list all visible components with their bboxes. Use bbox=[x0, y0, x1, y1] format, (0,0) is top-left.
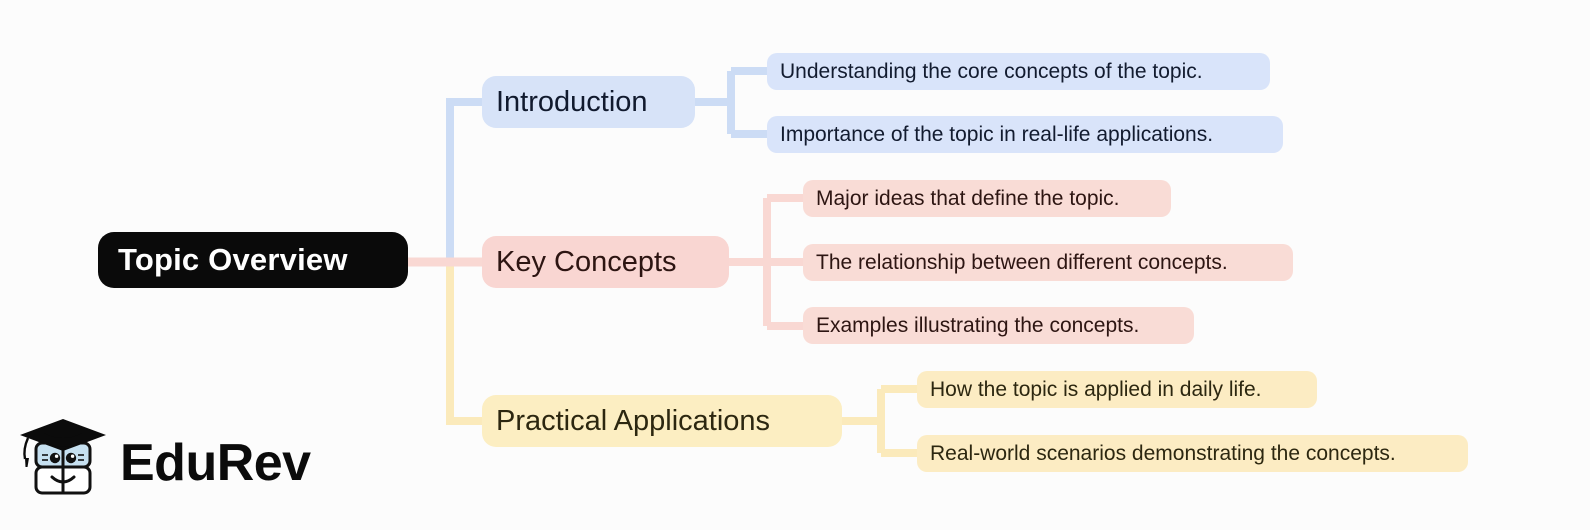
branch-node-introduction[interactable]: Introduction bbox=[482, 76, 695, 128]
leaf-node-key-concepts-1[interactable]: Major ideas that define the topic. bbox=[803, 180, 1171, 217]
edurev-logo: EduRev bbox=[14, 408, 319, 518]
leaf-node-practical-applications-2[interactable]: Real-world scenarios demonstrating the c… bbox=[917, 435, 1468, 472]
connector-introduction-trunk bbox=[446, 98, 482, 262]
leaf-node-practical-applications-1[interactable]: How the topic is applied in daily life. bbox=[917, 371, 1317, 408]
leaf-node-key-concepts-3[interactable]: Examples illustrating the concepts. bbox=[803, 307, 1194, 344]
leaf-node-label: Real-world scenarios demonstrating the c… bbox=[930, 441, 1396, 465]
connector-keyconcepts-children bbox=[729, 194, 803, 330]
edurev-brand-name: EduRev bbox=[120, 434, 311, 492]
root-node-topic-overview[interactable]: Topic Overview bbox=[98, 232, 408, 288]
root-node-label: Topic Overview bbox=[118, 242, 348, 277]
branch-node-practical-applications[interactable]: Practical Applications bbox=[482, 395, 842, 447]
graduation-cap-book-mascot-icon bbox=[20, 419, 106, 495]
leaf-node-label: Examples illustrating the concepts. bbox=[816, 313, 1140, 337]
branch-node-label: Key Concepts bbox=[496, 245, 677, 278]
connector-practical-trunk bbox=[446, 262, 482, 425]
connector-practical-children bbox=[842, 385, 917, 457]
leaf-node-label: Understanding the core concepts of the t… bbox=[780, 59, 1203, 83]
leaf-node-label: Major ideas that define the topic. bbox=[816, 186, 1120, 210]
connector-introduction-children bbox=[695, 67, 767, 138]
leaf-node-introduction-1[interactable]: Understanding the core concepts of the t… bbox=[767, 53, 1270, 90]
branch-node-label: Practical Applications bbox=[496, 404, 771, 437]
branch-node-key-concepts[interactable]: Key Concepts bbox=[482, 236, 729, 288]
leaf-node-key-concepts-2[interactable]: The relationship between different conce… bbox=[803, 244, 1293, 281]
leaf-node-label: How the topic is applied in daily life. bbox=[930, 377, 1262, 401]
leaf-node-label: Importance of the topic in real-life app… bbox=[780, 122, 1214, 146]
branch-node-label: Introduction bbox=[496, 85, 648, 118]
leaf-node-introduction-2[interactable]: Importance of the topic in real-life app… bbox=[767, 116, 1283, 153]
leaf-node-label: The relationship between different conce… bbox=[816, 250, 1228, 274]
